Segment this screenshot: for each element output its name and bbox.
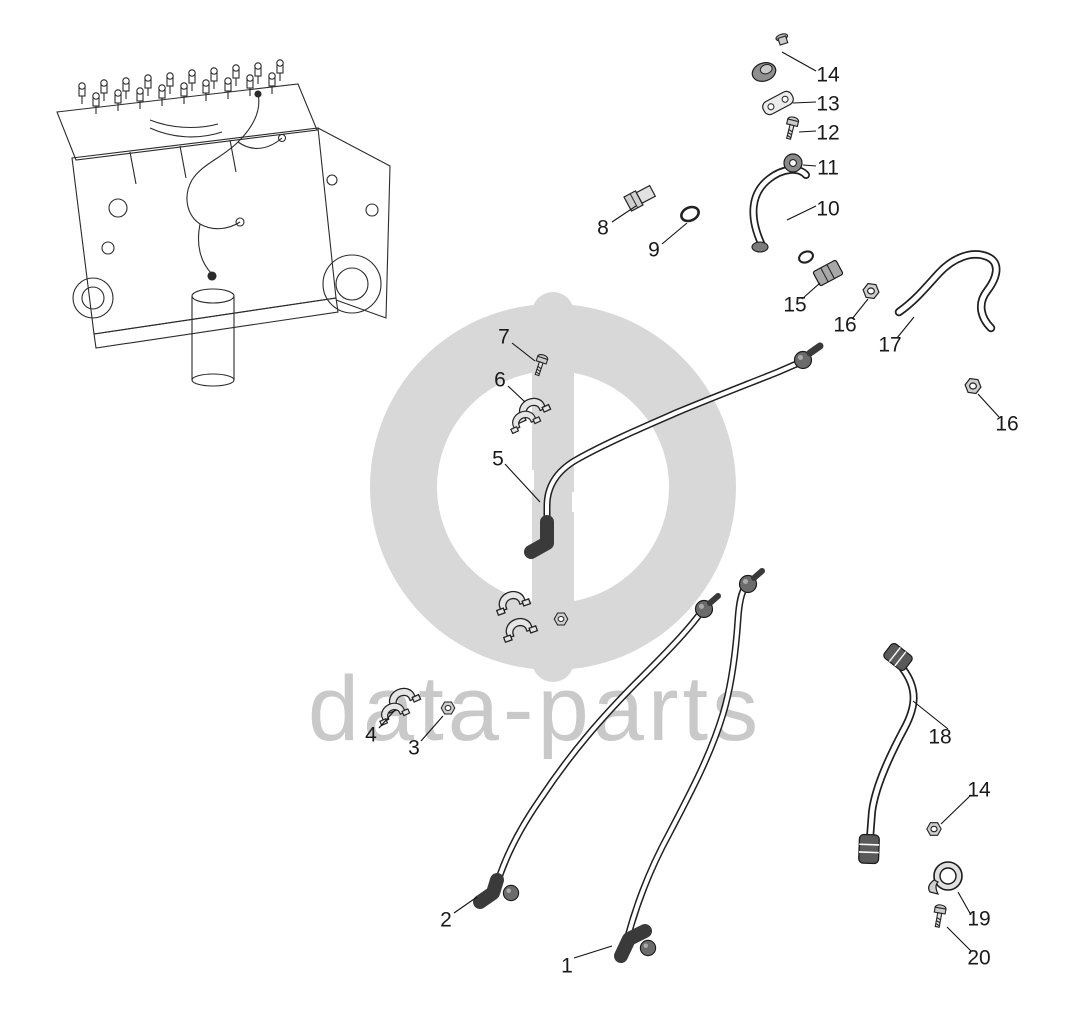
part-hose-17 <box>894 250 1001 333</box>
callout-10: 10 <box>816 197 840 221</box>
callout-14-top: 14 <box>816 63 840 87</box>
callout-3: 3 <box>408 736 420 760</box>
engine-illustration <box>56 59 391 387</box>
part-oring-near-15 <box>796 248 816 266</box>
callout-8: 8 <box>597 216 609 240</box>
callout-15: 15 <box>783 293 807 317</box>
part-nut-3 <box>440 701 456 715</box>
part-fitting-8 <box>623 184 657 212</box>
callout-7: 7 <box>498 325 510 349</box>
callout-2: 2 <box>440 908 452 932</box>
part-plug-cup <box>751 62 777 82</box>
callout-6: 6 <box>494 368 506 392</box>
callout-9: 9 <box>648 238 660 262</box>
part-nut-16a <box>861 282 881 300</box>
part-bolt-12 <box>782 115 800 141</box>
callout-19: 19 <box>967 907 991 931</box>
callout-20: 20 <box>967 946 991 970</box>
part-pipe-10 <box>749 165 810 253</box>
callout-4: 4 <box>365 723 377 747</box>
part-bolt-20 <box>931 903 948 929</box>
part-nut-middle <box>553 612 569 626</box>
callout-5: 5 <box>492 447 504 471</box>
callout-16-a: 16 <box>833 313 857 337</box>
part-clamp-19 <box>928 861 963 895</box>
part-union-15 <box>812 259 844 287</box>
callout-13: 13 <box>816 92 840 116</box>
part-cap-14 <box>775 33 789 46</box>
callout-1: 1 <box>561 954 573 978</box>
part-banjo-fitting-11 <box>783 153 803 173</box>
part-pipe-1 <box>614 568 765 963</box>
leader-lines <box>378 51 1000 959</box>
part-oring-9 <box>677 203 703 225</box>
callout-18: 18 <box>928 725 952 749</box>
part-gasket-13 <box>762 90 794 116</box>
callout-11: 11 <box>817 156 839 180</box>
callout-16-b: 16 <box>995 412 1019 436</box>
part-pipe-2 <box>473 593 721 909</box>
callout-14-b: 14 <box>967 778 991 802</box>
part-nut-16b <box>963 377 983 395</box>
part-hose-18 <box>857 641 918 865</box>
part-pipe-5 <box>524 342 824 559</box>
callout-17: 17 <box>878 333 902 357</box>
part-nut-14b <box>926 822 942 836</box>
callout-12: 12 <box>816 121 840 145</box>
